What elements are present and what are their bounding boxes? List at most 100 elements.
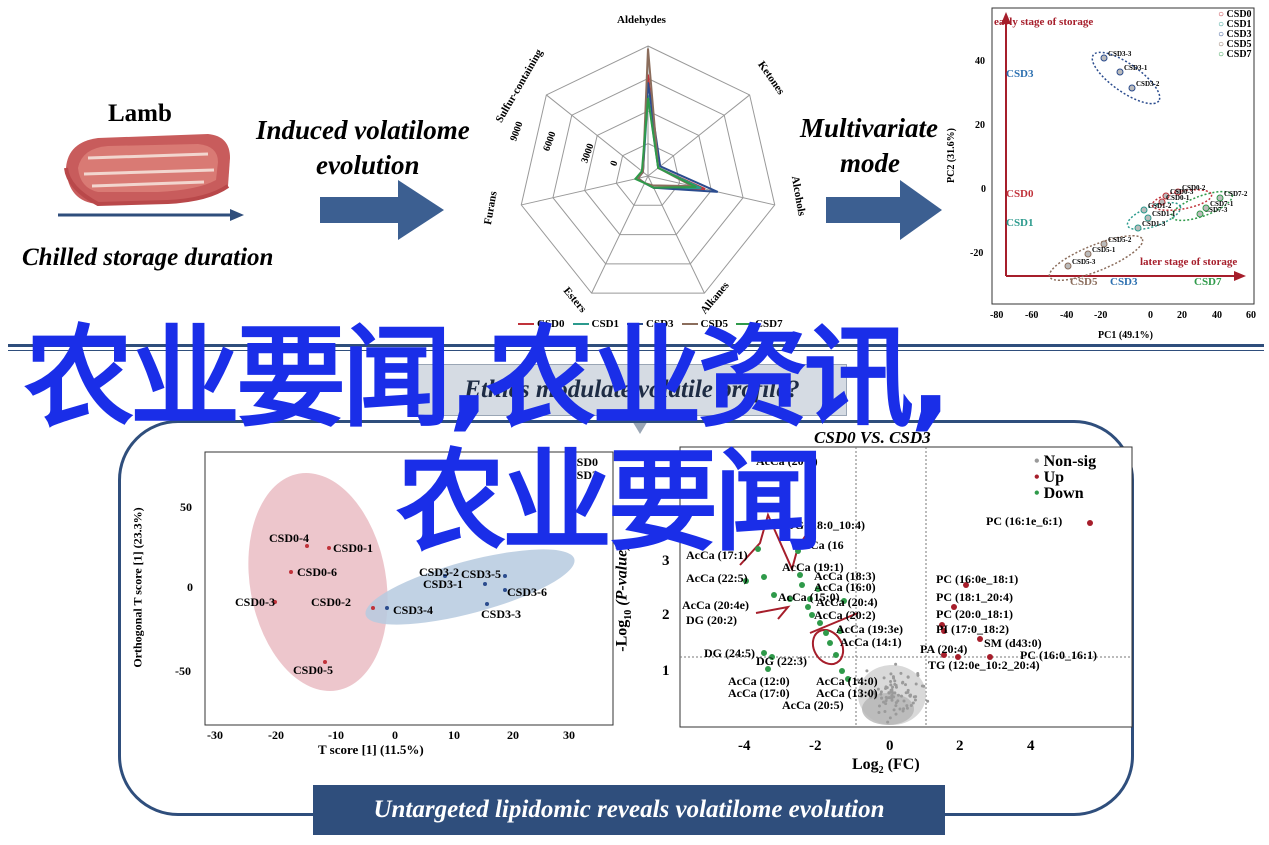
volcano-nonsig-point [898, 707, 901, 710]
pca-xtick: -80 [990, 310, 1003, 321]
opls-point-label: CSD0-4 [269, 531, 309, 545]
opls-xtick: 30 [563, 728, 575, 743]
opls-ytick: 50 [180, 500, 192, 515]
volcano-down-label: AcCa (20:2) [814, 608, 876, 623]
pca-point [1141, 207, 1147, 213]
pca-point [1117, 69, 1123, 75]
opls-point-label: CSD0-2 [311, 595, 351, 609]
volcano-nonsig-point [891, 690, 894, 693]
volcano-nonsig-point [910, 704, 913, 707]
volcano-nonsig-point [884, 702, 887, 705]
volcano-nonsig-point [902, 707, 905, 710]
pca-xtick: 60 [1246, 310, 1256, 321]
volcano-down-label: DG (22:3) [756, 654, 807, 669]
pca-point [1135, 225, 1141, 231]
volcano-down-point [799, 582, 805, 588]
multivariate-label-1: Multivariate [800, 113, 938, 144]
volcano-nonsig-point [895, 713, 898, 716]
pca-point [1197, 211, 1203, 217]
pca-point-label: CSD3-2 [1136, 80, 1160, 88]
volcano-nonsig-point [880, 696, 883, 699]
induced-label-2: evolution [316, 150, 420, 181]
volcano-nonsig-point [906, 691, 909, 694]
pca-point [1101, 55, 1107, 61]
volcano-up-label: PA (20:4) [920, 642, 967, 657]
pca-ytick: 20 [975, 120, 985, 131]
volcano-nonsig-point [912, 702, 915, 705]
volcano-down-label: AcCa (14:1) [840, 635, 902, 650]
pca-point-label: CSD5-3 [1072, 258, 1096, 266]
volcano-up-label: PC (16:1e_6:1) [986, 514, 1062, 529]
pca-group-csd7: CSD7 [1194, 276, 1222, 288]
opls-xtick: -10 [328, 728, 344, 743]
volcano-up-label: PC (18:1_20:4) [936, 590, 1013, 605]
pca-point [1129, 85, 1135, 91]
radar-spoke [648, 176, 775, 205]
volcano-xtick: 0 [886, 738, 894, 755]
radar-chart [498, 26, 798, 326]
radar-axis-furans: Furans [482, 190, 500, 225]
volcano-nonsig-point [914, 695, 917, 698]
volcano-legend-item: • Up [1034, 470, 1096, 486]
pca-xtick: 40 [1212, 310, 1222, 321]
volcano-nonsig-point [893, 683, 896, 686]
pca-point-label: CSD1-1 [1152, 210, 1176, 218]
volcano-xtick: -2 [809, 738, 822, 755]
volcano-down-label: AcCa (22:5) [686, 571, 748, 586]
volcano-nonsig-point [891, 699, 894, 702]
induced-label-1: Induced volatilome [256, 115, 470, 146]
volcano-nonsig-point [883, 676, 886, 679]
volcano-nonsig-point [885, 699, 888, 702]
pca-xlabel: PC1 (49.1%) [1098, 330, 1153, 341]
opls-ytick: -50 [175, 664, 191, 679]
opls-point [385, 606, 389, 610]
pca-point-label: CSD3-3 [1108, 50, 1132, 58]
pca-xtick: -40 [1060, 310, 1073, 321]
volcano-nonsig-point [905, 704, 908, 707]
pca-point-label: CSD7-2 [1224, 190, 1248, 198]
lamb-caption: Chilled storage duration [22, 244, 273, 272]
volcano-legend-item: • Non-sig [1034, 454, 1096, 470]
volcano-nonsig-point [896, 699, 899, 702]
volcano-xtick: 2 [956, 738, 964, 755]
volcano-xtick: 4 [1027, 738, 1035, 755]
opls-xtick: 10 [448, 728, 460, 743]
volcano-nonsig-point [890, 694, 893, 697]
volcano-up-label: PC (20:0_18:1) [936, 607, 1013, 622]
pca-group-csd3b: CSD3 [1110, 276, 1138, 288]
volcano-ytick: 2 [662, 607, 670, 624]
volcano-nonsig-point [885, 696, 888, 699]
volcano-nonsig-point [909, 695, 912, 698]
volcano-nonsig-point [889, 680, 892, 683]
radar-spoke [546, 95, 648, 176]
pca-xtick: 0 [1148, 310, 1153, 321]
volcano-ytick: 1 [662, 663, 670, 680]
bottom-banner: Untargeted lipidomic reveals volatilome … [313, 785, 945, 835]
pca-group-csd3: CSD3 [1006, 68, 1034, 80]
pca-group-csd5: CSD5 [1070, 276, 1098, 288]
opls-point-label: CSD3-1 [423, 577, 463, 591]
volcano-xtick: -4 [738, 738, 751, 755]
opls-point-label: CSD3-6 [507, 585, 547, 599]
volcano-nonsig-point [886, 721, 889, 724]
pca-xtick: -60 [1025, 310, 1038, 321]
overlay-text-line1: 农业要闻,农业资讯, [24, 318, 948, 438]
opls-xtick: 20 [507, 728, 519, 743]
pca-ytick: 40 [975, 56, 985, 67]
volcano-down-point [823, 630, 829, 636]
volcano-up-point [1087, 520, 1093, 526]
opls-point [485, 602, 489, 606]
volcano-nonsig-point [904, 683, 907, 686]
radar-spoke [521, 176, 648, 205]
volcano-down-point [771, 592, 777, 598]
opls-point-label: CSD0-5 [293, 663, 333, 677]
opls-xlabel: T score [1] (11.5%) [318, 742, 424, 758]
opls-xtick: -30 [207, 728, 223, 743]
volcano-nonsig-point [907, 676, 910, 679]
volcano-nonsig-point [865, 669, 868, 672]
volcano-nonsig-point [900, 695, 903, 698]
opls-point-label: CSD3-3 [481, 607, 521, 621]
volcano-down-label: DG (20:2) [686, 613, 737, 628]
pca-later-label: later stage of storage [1140, 256, 1237, 268]
volcano-up-label: PC (16:0e_18:1) [936, 572, 1018, 587]
